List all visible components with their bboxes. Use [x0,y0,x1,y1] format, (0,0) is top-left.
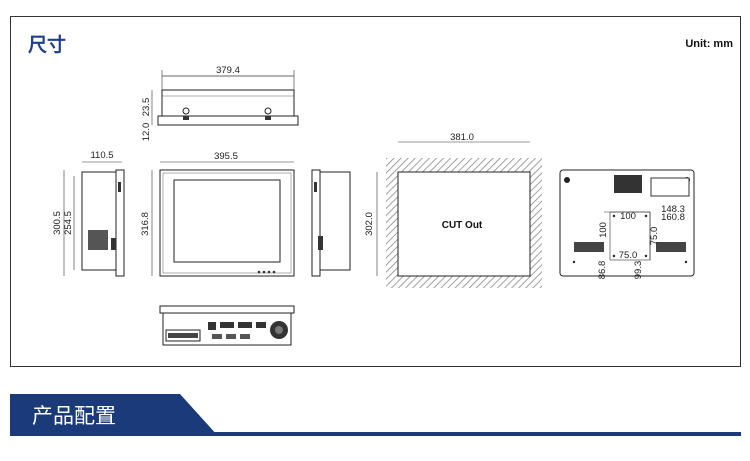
top-view: 379.4 23.5 12.0 [141,65,299,142]
dim-cutout-width: 381.0 [450,132,474,143]
dim-rear-160: 160.8 [661,212,685,223]
dim-top-h1: 23.5 [141,98,152,117]
dim-side-depth: 110.5 [90,150,113,161]
front-view: 395.5 316.8 [140,151,295,277]
cutout-label: CUT Out [442,220,483,231]
cutout-view: 381.0 302.0 CUT Out [364,132,542,288]
dim-rear-99: 99.3 [633,261,644,280]
left-side-view: 110.5 300.5 254.5 [52,150,125,277]
dim-rear-75-vertical: 75.0 [649,227,660,246]
right-side-view [311,169,351,277]
bottom-view [159,305,295,346]
dim-front-width: 395.5 [214,151,238,162]
banner-tab [10,394,218,436]
dim-rear-75-horizontal: 75.0 [619,250,638,261]
dimensions-title: 尺寸 [28,34,67,56]
banner-underline [10,432,741,436]
unit-label: Unit: mm [685,38,733,50]
dim-rear-100-vertical: 100 [598,222,609,238]
dim-top-width: 379.4 [216,65,240,76]
rear-view: 100 100 148.3 160.8 75.0 75.0 86.8 99.3 [559,169,695,280]
dim-rear-86: 86.8 [597,261,608,280]
dim-side-height-total: 300.5 [52,211,63,235]
dim-front-height: 316.8 [140,212,151,236]
dim-top-h2: 12.0 [141,123,152,142]
dim-rear-100-horizontal: 100 [620,211,636,222]
dim-cutout-height: 302.0 [364,212,375,236]
dim-rear-148: 148.3 [661,204,685,215]
section-title: 产品配置 [32,404,116,428]
section-banner [10,394,741,436]
dim-side-height-inner: 254.5 [63,211,74,235]
